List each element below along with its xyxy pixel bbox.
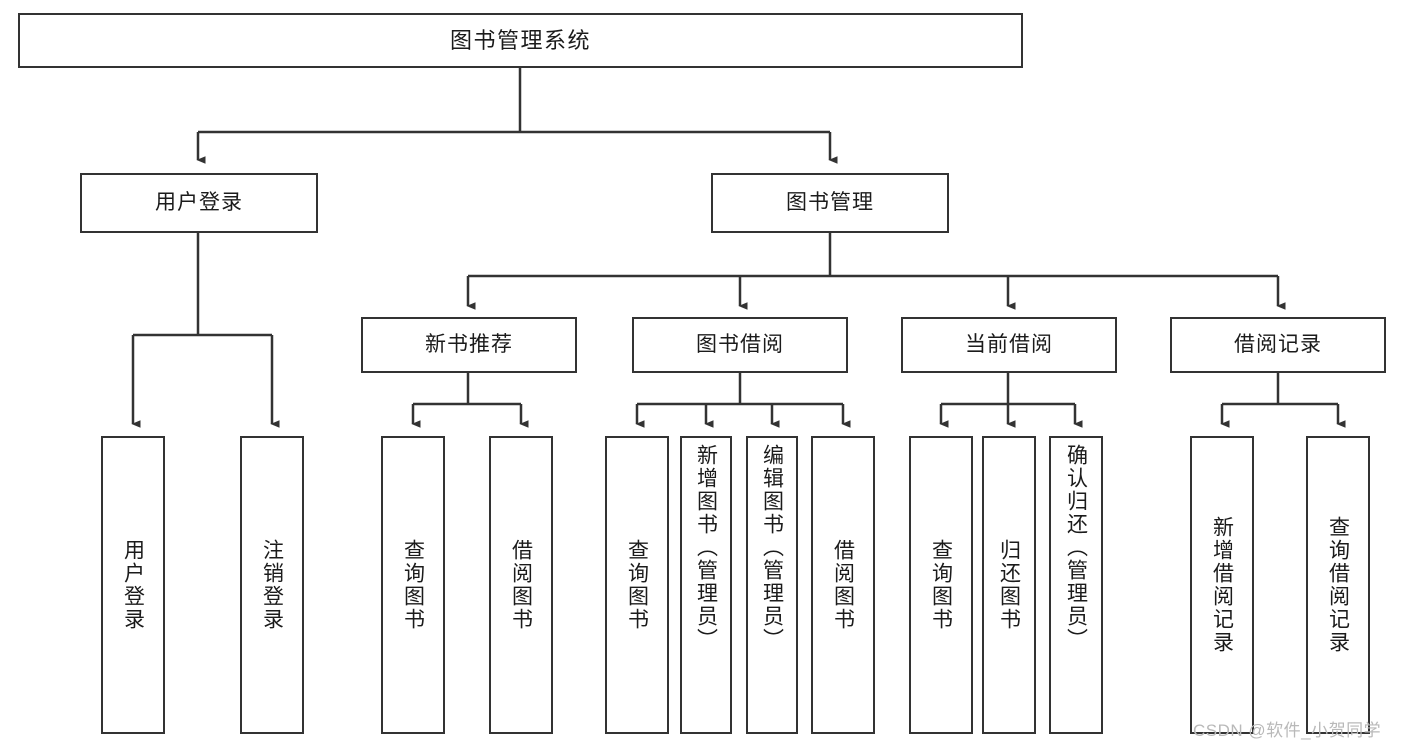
node-label: 新增借阅记录	[1210, 516, 1234, 654]
node-label: 图书借阅	[696, 332, 784, 356]
node-label: 图书管理系统	[449, 27, 591, 53]
leaf-add-borrow-record[interactable]: 新增借阅记录	[1190, 436, 1254, 734]
node-book-management-system[interactable]: 图书管理系统	[18, 13, 1023, 68]
leaf-edit-book-admin[interactable]: 编辑图书（管理员）	[746, 436, 798, 734]
node-label: 新增图书（管理员）	[694, 444, 718, 651]
leaf-borrow-book-recommend[interactable]: 借阅图书	[489, 436, 553, 734]
leaf-return-book[interactable]: 归还图书	[982, 436, 1036, 734]
node-label: 当前借阅	[965, 332, 1053, 356]
node-book-manage[interactable]: 图书管理	[711, 173, 949, 233]
leaf-query-borrow-record[interactable]: 查询借阅记录	[1306, 436, 1370, 734]
node-user-login[interactable]: 用户登录	[80, 173, 318, 233]
node-label: 借阅图书	[509, 539, 533, 631]
node-label: 确认归还（管理员）	[1064, 444, 1088, 651]
node-label: 查询借阅记录	[1326, 516, 1350, 654]
node-borrow-record[interactable]: 借阅记录	[1170, 317, 1386, 373]
leaf-user-login[interactable]: 用户登录	[101, 436, 165, 734]
node-label: 新书推荐	[425, 332, 513, 356]
leaf-confirm-return-admin[interactable]: 确认归还（管理员）	[1049, 436, 1103, 734]
node-label: 查询图书	[401, 539, 425, 631]
node-label: 查询图书	[625, 539, 649, 631]
node-label: 编辑图书（管理员）	[760, 444, 784, 651]
node-label: 用户登录	[155, 190, 243, 214]
node-label: 注销登录	[260, 539, 284, 631]
leaf-query-book-current[interactable]: 查询图书	[909, 436, 973, 734]
node-current-borrow[interactable]: 当前借阅	[901, 317, 1117, 373]
watermark-text: CSDN @软件_小贺同学	[1193, 721, 1382, 740]
node-label: 借阅图书	[831, 539, 855, 631]
node-book-borrow[interactable]: 图书借阅	[632, 317, 848, 373]
leaf-add-book-admin[interactable]: 新增图书（管理员）	[680, 436, 732, 734]
node-label: 查询图书	[929, 539, 953, 631]
leaf-logout-login[interactable]: 注销登录	[240, 436, 304, 734]
leaf-query-book-recommend[interactable]: 查询图书	[381, 436, 445, 734]
node-new-book-recommend[interactable]: 新书推荐	[361, 317, 577, 373]
leaf-query-book-borrow[interactable]: 查询图书	[605, 436, 669, 734]
node-label: 借阅记录	[1234, 332, 1322, 356]
leaf-borrow-book[interactable]: 借阅图书	[811, 436, 875, 734]
node-label: 用户登录	[121, 539, 145, 631]
node-label: 图书管理	[786, 190, 874, 214]
node-label: 归还图书	[997, 539, 1021, 631]
